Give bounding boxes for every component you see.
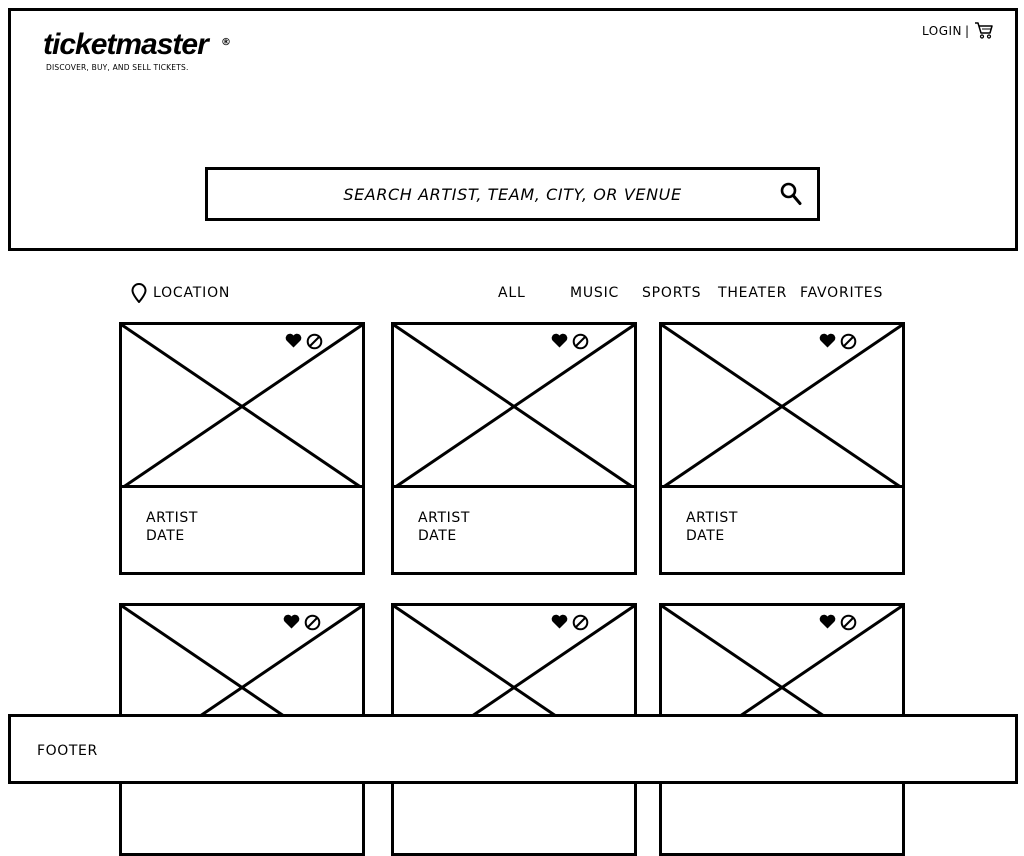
- cart-icon[interactable]: [974, 21, 994, 39]
- tab-music[interactable]: MUSIC: [570, 285, 620, 301]
- block-icon[interactable]: [572, 333, 589, 350]
- tab-favorites[interactable]: FAVORITES: [800, 285, 884, 301]
- footer-label: FOOTER: [37, 743, 98, 759]
- login-link[interactable]: LOGIN: [922, 24, 963, 38]
- heart-icon[interactable]: [551, 333, 568, 348]
- card-date: DATE: [686, 528, 725, 544]
- heart-icon[interactable]: [283, 614, 300, 629]
- card-artist: ARTIST: [146, 510, 199, 526]
- footer: FOOTER: [8, 714, 1018, 784]
- event-card[interactable]: ARTIST DATE: [119, 322, 365, 575]
- logo[interactable]: ticketmaster: [43, 28, 209, 61]
- block-icon[interactable]: [306, 333, 323, 350]
- heart-icon[interactable]: [819, 333, 836, 348]
- card-date: DATE: [146, 528, 185, 544]
- search-icon[interactable]: [780, 182, 802, 206]
- header-separator: |: [965, 24, 970, 38]
- image-placeholder: [662, 325, 902, 488]
- event-card[interactable]: ARTIST DATE: [659, 322, 905, 575]
- heart-icon[interactable]: [819, 614, 836, 629]
- card-divider: [122, 485, 362, 488]
- event-card[interactable]: ARTIST DATE: [391, 322, 637, 575]
- image-placeholder: [394, 325, 634, 488]
- block-icon[interactable]: [840, 333, 857, 350]
- heart-icon[interactable]: [551, 614, 568, 629]
- header: [8, 8, 1018, 251]
- card-date: DATE: [418, 528, 457, 544]
- registered-mark: ®: [221, 37, 231, 48]
- search-bar[interactable]: [205, 167, 820, 221]
- block-icon[interactable]: [304, 614, 321, 631]
- block-icon[interactable]: [840, 614, 857, 631]
- location-filter[interactable]: LOCATION: [153, 285, 231, 301]
- tagline: DISCOVER, BUY, AND SELL TICKETS.: [46, 63, 189, 72]
- card-divider: [662, 485, 902, 488]
- card-artist: ARTIST: [686, 510, 739, 526]
- tab-sports[interactable]: SPORTS: [642, 285, 702, 301]
- search-input[interactable]: [208, 170, 817, 218]
- heart-icon[interactable]: [285, 333, 302, 348]
- card-divider: [394, 485, 634, 488]
- tab-theater[interactable]: THEATER: [718, 285, 788, 301]
- block-icon[interactable]: [572, 614, 589, 631]
- location-pin-icon[interactable]: [131, 283, 147, 303]
- tab-all[interactable]: ALL: [498, 285, 526, 301]
- card-artist: ARTIST: [418, 510, 471, 526]
- image-placeholder: [122, 325, 362, 488]
